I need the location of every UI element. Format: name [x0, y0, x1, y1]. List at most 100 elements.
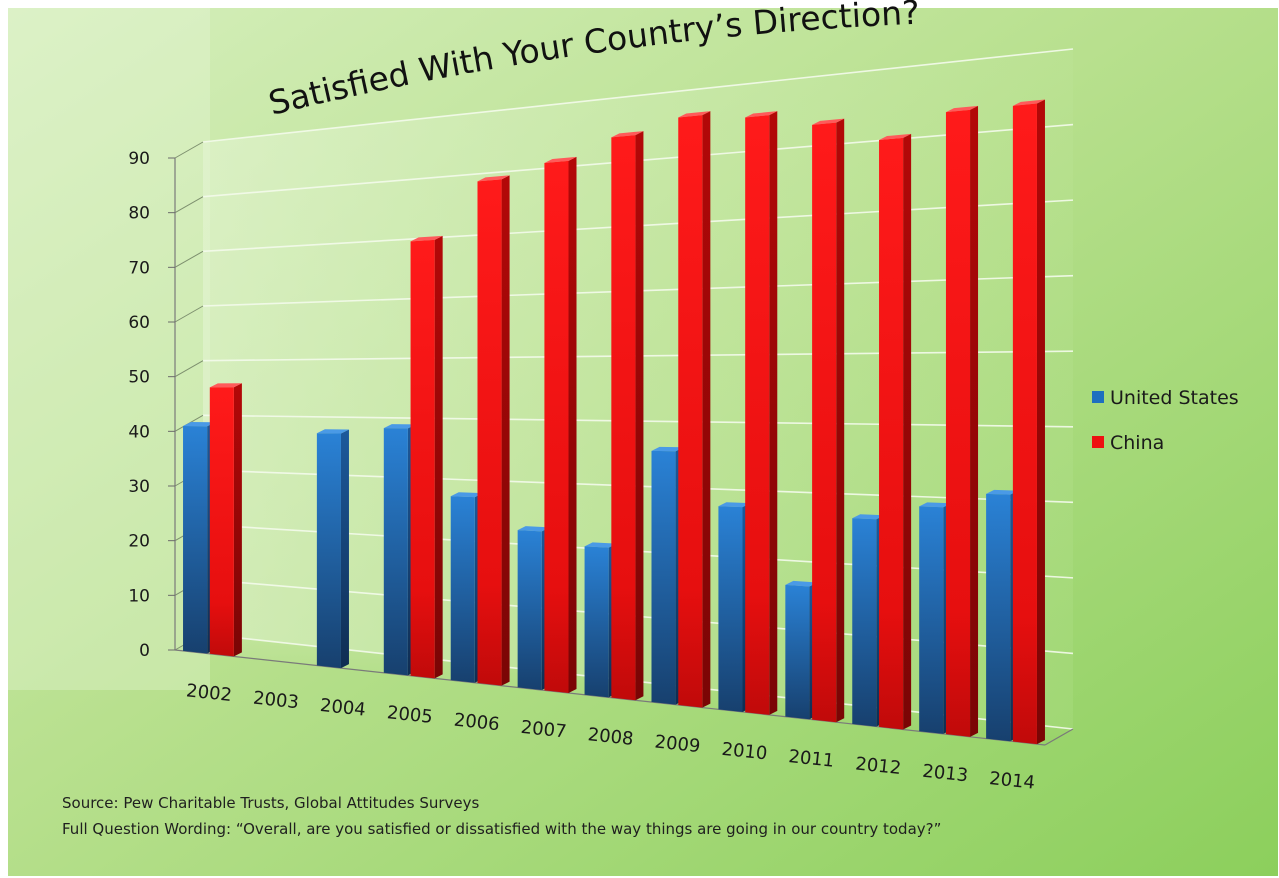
bar-top — [879, 133, 912, 140]
bar-china-2014 — [1012, 99, 1045, 745]
x-tick-label: 2013 — [921, 761, 969, 787]
bar-side — [769, 111, 778, 715]
bar-top — [945, 105, 979, 113]
bar-side — [970, 105, 979, 737]
question-wording-note: Full Question Wording: “Overall, are you… — [62, 820, 941, 838]
bar-front — [450, 496, 475, 683]
gridline-depth — [174, 360, 204, 378]
x-axis-ticks: 2002 2003 2004 2005 2006 2007 2008 2009 2010 2011… — [185, 680, 1036, 793]
bar-side — [635, 131, 644, 701]
bar-top — [785, 580, 818, 587]
bar-front — [785, 584, 810, 720]
bar-china-2010 — [745, 111, 778, 715]
legend-label-united-states: United States — [1110, 387, 1239, 409]
y-tick-label: 70 — [128, 258, 150, 278]
legend-swatch-china — [1092, 436, 1104, 448]
bar-front — [611, 135, 636, 701]
bar-china-2007 — [544, 156, 577, 693]
bar-china-2012 — [879, 133, 912, 730]
x-tick-label: 2007 — [520, 717, 568, 743]
gridline-depth — [174, 196, 204, 214]
bar-front — [745, 115, 770, 715]
bar-top — [477, 175, 510, 182]
x-axis-depth-line — [1044, 728, 1074, 746]
bar-china-2005 — [410, 235, 443, 679]
bar-side — [568, 156, 577, 693]
bar-side — [501, 175, 510, 686]
bar-top — [517, 526, 550, 532]
bar-top — [544, 156, 577, 163]
y-tick-label: 60 — [128, 313, 150, 333]
y-tick-label: 40 — [128, 422, 150, 442]
bar-side — [233, 383, 242, 657]
legend-swatch-united-states — [1092, 391, 1104, 403]
bar-top — [611, 131, 644, 138]
bar-top — [718, 502, 751, 508]
bar-top — [919, 502, 952, 508]
y-tick-label: 80 — [128, 204, 150, 224]
source-note: Source: Pew Charitable Trusts, Global At… — [62, 794, 480, 812]
x-tick-label: 2006 — [453, 710, 501, 736]
bar-top — [450, 492, 483, 498]
bar-top — [852, 514, 885, 520]
bar-front — [410, 239, 435, 679]
bar-side — [340, 429, 349, 669]
bar-top — [1012, 99, 1045, 106]
y-tick-label: 50 — [128, 368, 150, 388]
bar-top — [986, 489, 1019, 495]
gridline — [202, 48, 1074, 143]
bar-front — [477, 179, 502, 686]
bar-front — [986, 493, 1011, 742]
bar-china-2009 — [678, 111, 711, 708]
bar-front — [383, 428, 408, 676]
x-tick-label: 2009 — [654, 732, 702, 758]
gridline-depth — [174, 305, 204, 323]
bar-side — [1036, 99, 1045, 745]
bar-side — [903, 133, 912, 730]
bar-series — [183, 99, 1045, 745]
gridline-depth — [174, 250, 204, 268]
bar-front — [852, 518, 877, 727]
bar-china-2008 — [611, 131, 644, 701]
bar-front — [517, 530, 542, 691]
bar-front — [879, 137, 904, 730]
bar-side — [836, 118, 845, 723]
bar-front — [919, 506, 944, 734]
legend: United States China — [1092, 387, 1239, 454]
x-tick-label: 2004 — [319, 695, 367, 721]
x-tick-label: 2014 — [988, 768, 1036, 794]
bar-top — [678, 111, 711, 118]
bar-front — [678, 115, 703, 708]
bar-united-states-2004 — [316, 429, 349, 669]
bar-china-2011 — [812, 118, 845, 723]
bar-top — [745, 111, 778, 118]
bar-front — [316, 433, 341, 669]
bar-front — [209, 387, 234, 657]
bar-front — [812, 122, 837, 723]
y-tick-label: 90 — [128, 149, 150, 169]
bar-top — [651, 446, 684, 452]
gridline-depth — [174, 141, 204, 159]
x-tick-label: 2005 — [386, 702, 434, 728]
bar-front — [183, 425, 208, 654]
x-tick-label: 2011 — [787, 746, 835, 772]
bar-top — [183, 421, 216, 427]
bar-front — [584, 546, 609, 698]
bar-side — [434, 235, 443, 679]
bar-front — [651, 450, 676, 705]
x-tick-label: 2002 — [185, 680, 233, 706]
bar-top — [316, 429, 349, 434]
bar-china-2006 — [477, 175, 510, 686]
bar-top — [812, 118, 845, 125]
x-tick-label: 2012 — [854, 753, 902, 779]
x-tick-label: 2008 — [587, 724, 635, 750]
bar-front — [544, 160, 569, 693]
legend-label-china: China — [1110, 432, 1164, 454]
bar-china-2013 — [945, 105, 979, 737]
y-tick-label: 20 — [128, 532, 150, 552]
bar-top — [209, 383, 242, 388]
x-tick-label: 2010 — [721, 739, 769, 765]
x-tick-label: 2003 — [252, 688, 300, 714]
y-tick-label: 10 — [128, 586, 150, 606]
bar-china-2002 — [209, 383, 242, 657]
